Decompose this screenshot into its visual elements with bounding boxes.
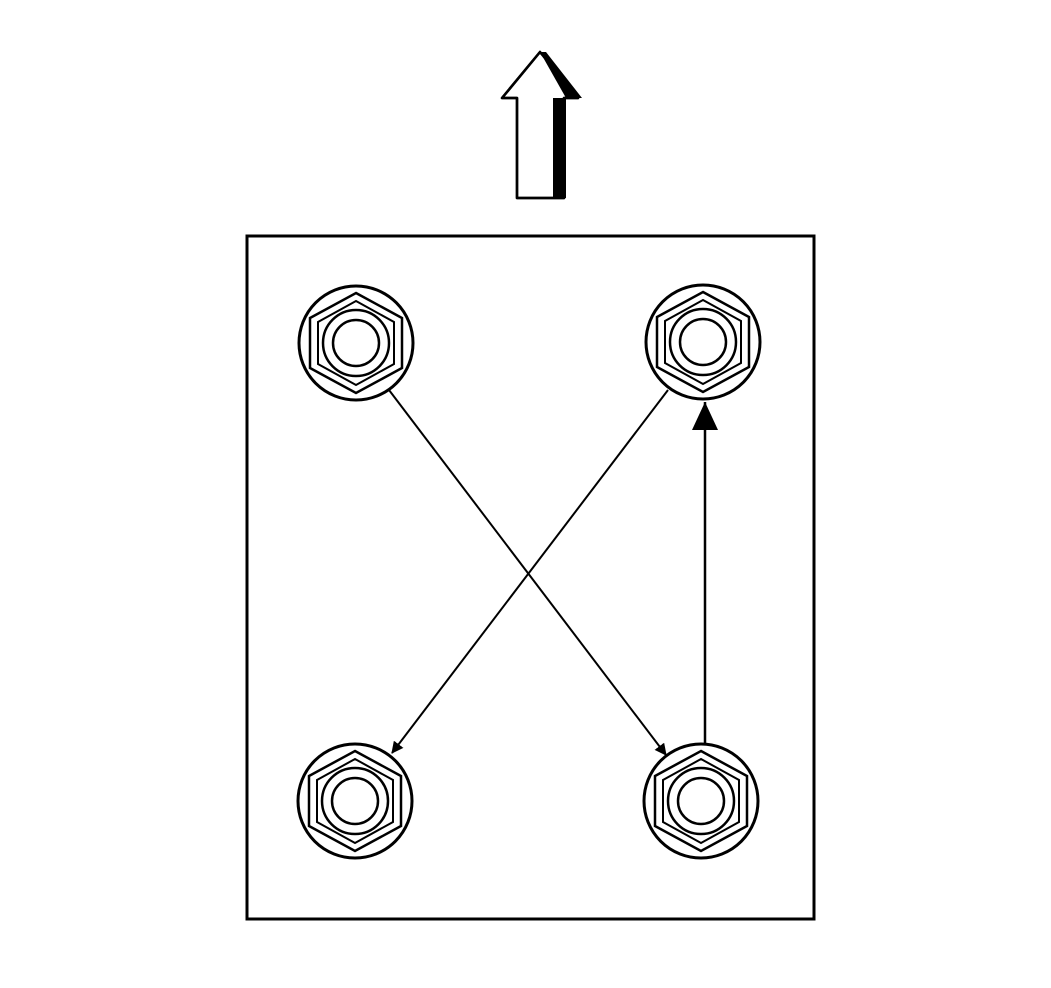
up-arrow-icon xyxy=(500,50,582,200)
hex-nut-icon xyxy=(297,284,415,402)
sequence-arrow-top-left-to-bottom-right xyxy=(388,389,667,756)
hex-nut-icon xyxy=(644,283,762,401)
hex-nut-icon xyxy=(296,742,414,860)
hex-nut-icon xyxy=(642,742,760,860)
plate-outline xyxy=(245,234,816,921)
sequence-arrowhead-up xyxy=(692,402,718,430)
sequence-arrow-top-right-to-bottom-left xyxy=(391,389,669,754)
